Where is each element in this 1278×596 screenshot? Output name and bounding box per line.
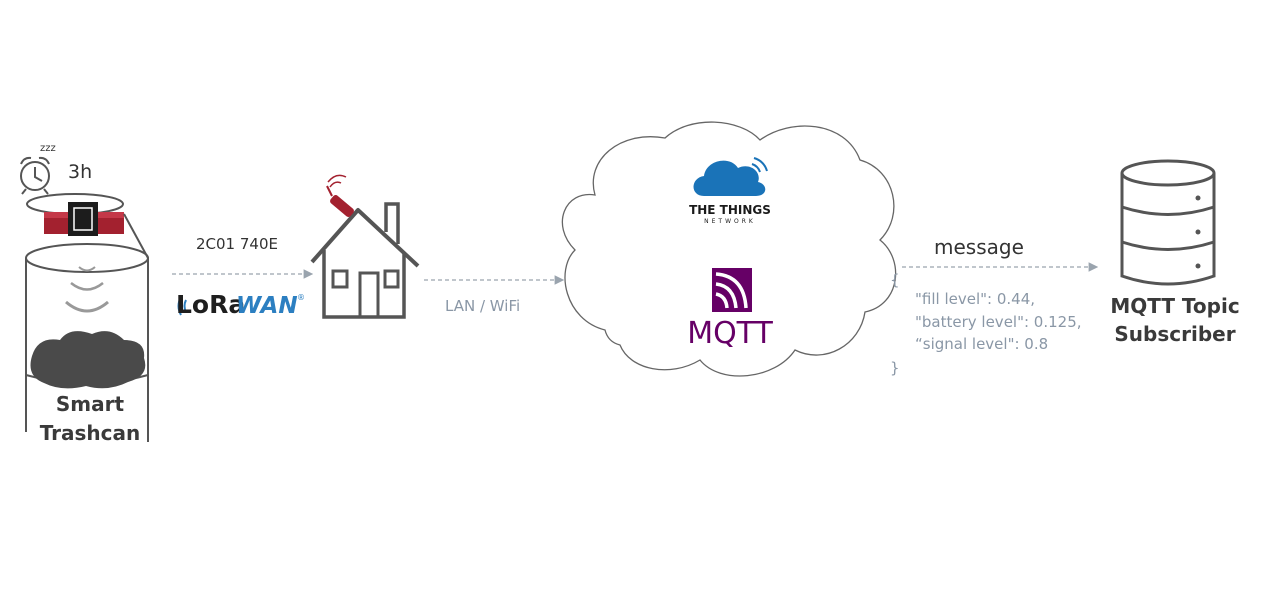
json-line-fill-level: "fill level": 0.44,	[915, 290, 1035, 308]
json-line-signal-level: “signal level": 0.8	[915, 335, 1048, 353]
trashcan-label-line2: Trashcan	[40, 421, 141, 445]
cloud-shape	[561, 121, 897, 377]
ttn-logo-line2: NETWORK	[704, 218, 756, 225]
trashcan-label-line1: Smart	[56, 392, 125, 416]
json-line-battery-level: "battery level": 0.125,	[915, 313, 1082, 331]
alarm-clock-icon	[20, 156, 50, 195]
mqtt-logo-text: MQTT	[687, 316, 773, 351]
mqtt-logo-icon	[712, 268, 752, 312]
subscriber-label-line1: MQTT Topic	[1110, 294, 1239, 318]
lorawan-logo: LoRa WAN ®	[176, 290, 305, 319]
database-icon	[1120, 159, 1216, 286]
sleep-duration-label: 3h	[68, 161, 92, 183]
sensor-wave-icon	[65, 266, 109, 313]
message-title: message	[934, 235, 1024, 259]
lorawan-logo-text-b: WAN	[236, 293, 298, 319]
lan-wifi-label: LAN / WiFi	[445, 297, 520, 315]
sleep-zzz-icon: zzz	[40, 143, 56, 154]
lorawan-logo-mark: ®	[297, 293, 305, 302]
router-antenna-icon	[326, 174, 354, 217]
garbage-pile-icon	[30, 331, 146, 389]
lorawan-logo-text-a: LoRa	[176, 290, 245, 319]
ttn-cloud-icon	[693, 157, 768, 196]
microcontroller-chip-icon	[44, 202, 124, 236]
json-open-brace: {	[890, 271, 900, 289]
ttn-logo-line1: THE THINGS	[689, 203, 771, 217]
json-close-brace: }	[890, 359, 900, 377]
house-gateway-icon	[310, 202, 420, 319]
subscriber-label-line2: Subscriber	[1114, 322, 1235, 346]
lorawan-payload-label: 2C01 740E	[196, 235, 278, 253]
